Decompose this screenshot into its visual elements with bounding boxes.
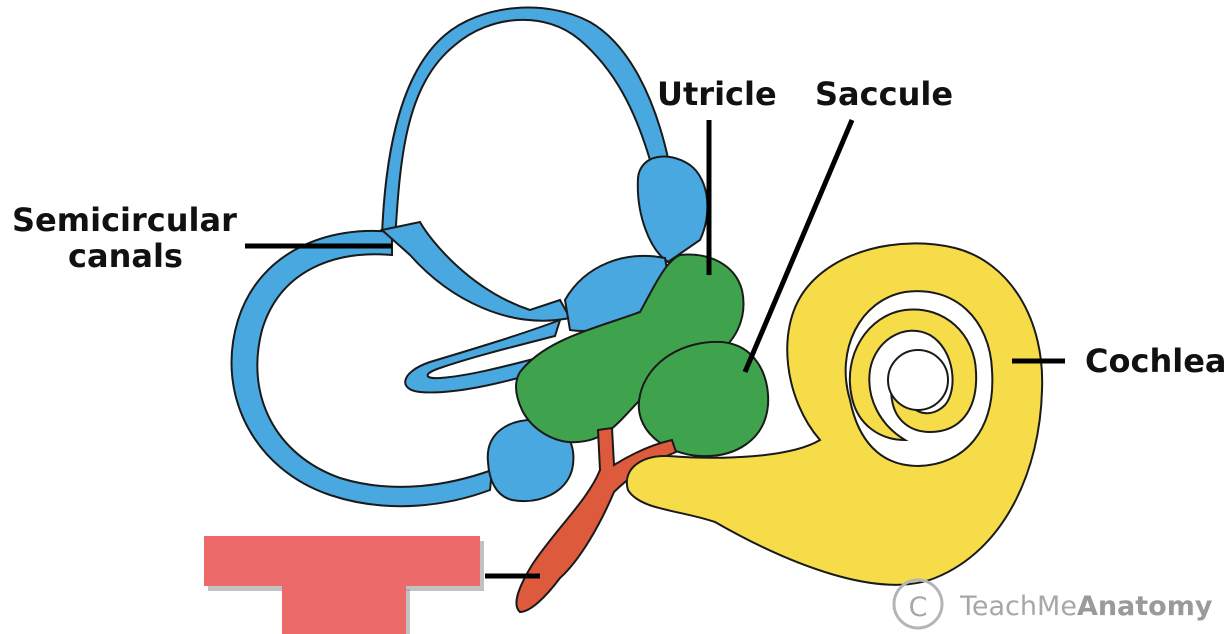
label-cochlea: Cochlea <box>1085 342 1226 380</box>
vestibule <box>515 253 770 458</box>
label-semicircular-canals-line2: canals <box>68 237 183 275</box>
label-utricle: Utricle <box>657 75 777 113</box>
common-crus <box>379 220 572 322</box>
cochlea-apex <box>887 349 949 411</box>
superior-ampulla <box>636 155 709 264</box>
watermark-text: TeachMeAnatomy <box>959 591 1213 622</box>
posterior-ampulla <box>486 418 575 503</box>
svg-text:C: C <box>909 592 928 623</box>
label-saccule: Saccule <box>815 75 953 113</box>
label-semicircular-canals-line1: Semicircular <box>12 201 237 239</box>
pointer-lines <box>245 119 1065 579</box>
cochlea-outer <box>625 242 1044 586</box>
posterior-canal <box>230 229 494 508</box>
hidden-label-box[interactable] <box>204 536 484 634</box>
pointer-saccule <box>742 119 855 373</box>
superior-canal <box>380 6 670 242</box>
semicircular-canals <box>230 6 709 508</box>
endolymphatic-duct <box>515 426 678 614</box>
copyright-circle-icon: C <box>892 578 944 630</box>
cochlea <box>625 242 1044 586</box>
watermark: C TeachMeAnatomy <box>892 578 1213 630</box>
